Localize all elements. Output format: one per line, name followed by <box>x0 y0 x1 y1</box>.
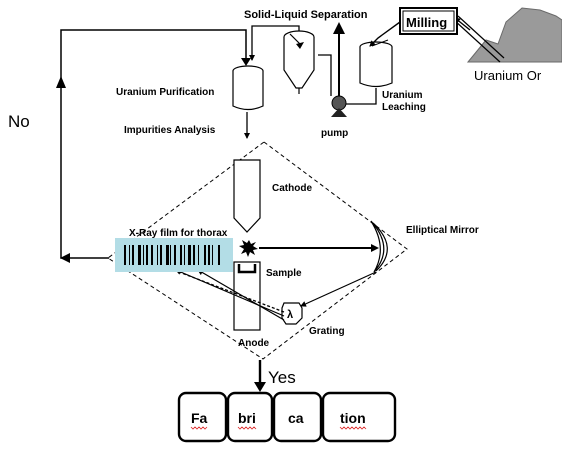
milling-box-inner <box>402 10 455 32</box>
analysis-diamond <box>107 141 408 360</box>
milling-label: Milling <box>406 15 447 30</box>
spectral-line <box>184 245 185 265</box>
fabrication-text-1: Fa <box>191 410 208 426</box>
no-loop-arrow-up <box>56 76 66 88</box>
no-loop-arrow-left <box>60 253 70 263</box>
leaching-label-2: Leaching <box>382 102 426 113</box>
conveyor-line <box>453 19 501 63</box>
spectral-line <box>188 245 191 265</box>
pump-label: pump <box>321 128 348 139</box>
ray-solid-2 <box>197 269 285 321</box>
fabrication-text-2: bri <box>238 410 256 426</box>
spark-icon <box>239 240 258 257</box>
pipe-pump-separator <box>318 54 332 96</box>
arrow-milling-to-leaching <box>369 21 401 47</box>
spectral-line <box>212 245 213 265</box>
milling-box <box>399 7 458 35</box>
conveyor-line <box>457 15 505 59</box>
leaching-tank-body <box>359 47 393 88</box>
purification-tank-body <box>232 71 264 111</box>
cathode-label: Cathode <box>272 183 312 194</box>
lambda-label: λ <box>287 309 293 321</box>
fabrication-box-2 <box>226 391 274 443</box>
separator-arrow-head <box>296 42 304 49</box>
impurities-label: Impurities Analysis <box>124 125 216 136</box>
fabrication-box-4 <box>321 391 397 443</box>
spectral-line <box>146 245 148 265</box>
spectral-line <box>124 245 126 265</box>
pipe-leaching-pump <box>346 88 377 105</box>
spectral-line <box>198 245 199 265</box>
fabrication-row: Fa bri ca tion <box>177 391 397 443</box>
spectral-line <box>170 245 171 265</box>
spectral-line <box>143 245 144 265</box>
spectral-line <box>157 245 158 265</box>
grating-label: Grating <box>309 326 345 337</box>
mirror-arc <box>372 222 388 272</box>
spellcheck-underline <box>339 426 367 430</box>
fabrication-text-3: ca <box>288 410 304 426</box>
pump-base <box>331 108 347 117</box>
spectral-line <box>129 245 130 265</box>
solid-liquid-label: Solid-Liquid Separation <box>244 9 368 21</box>
spellcheck-underline <box>237 426 257 430</box>
ray-solid-1 <box>175 269 285 317</box>
fabrication-box-1 <box>177 391 228 443</box>
spectral-line <box>138 245 141 265</box>
pump-body <box>331 95 347 111</box>
yes-label: Yes <box>268 368 296 387</box>
uranium-ore-pile <box>466 7 562 63</box>
arrow-yes-head <box>254 382 266 392</box>
no-loop-arrow-down <box>241 58 251 66</box>
pipe-separator-to-purification <box>249 25 300 61</box>
spectral-line <box>166 245 169 265</box>
no-label: No <box>8 112 30 131</box>
arrow-pump-up-head <box>333 22 345 34</box>
fabrication-text-4: tion <box>340 410 366 426</box>
no-loop-line <box>60 29 247 259</box>
sample-label: Sample <box>266 268 302 279</box>
uranium-ore-label: Uranium Or <box>474 68 542 83</box>
cathode-electrode <box>233 159 261 233</box>
anode-label: Anode <box>238 338 270 349</box>
elliptical-mirror-label: Elliptical Mirror <box>406 225 479 236</box>
spectral-line <box>218 245 220 265</box>
spectral-line <box>174 245 176 265</box>
spectral-line <box>132 245 134 265</box>
spectral-line <box>193 245 195 265</box>
sample-holder <box>237 264 257 274</box>
spectral-line <box>204 245 206 265</box>
purification-label: Uranium Purification <box>116 87 214 98</box>
fabrication-box-3 <box>272 391 323 443</box>
spectral-line <box>151 245 153 265</box>
spellcheck-underline <box>190 426 208 430</box>
xray-film-label: X-Ray film for thorax <box>129 228 228 239</box>
elliptical-mirror <box>370 220 385 273</box>
spectral-line <box>180 245 182 265</box>
spectral-line <box>160 245 162 265</box>
leaching-label-1: Uranium <box>382 90 423 101</box>
arrow-mirror-to-grating <box>300 271 377 307</box>
film-spectral-lines <box>124 245 220 265</box>
separator-inner <box>289 33 301 45</box>
spectral-line <box>208 245 210 265</box>
